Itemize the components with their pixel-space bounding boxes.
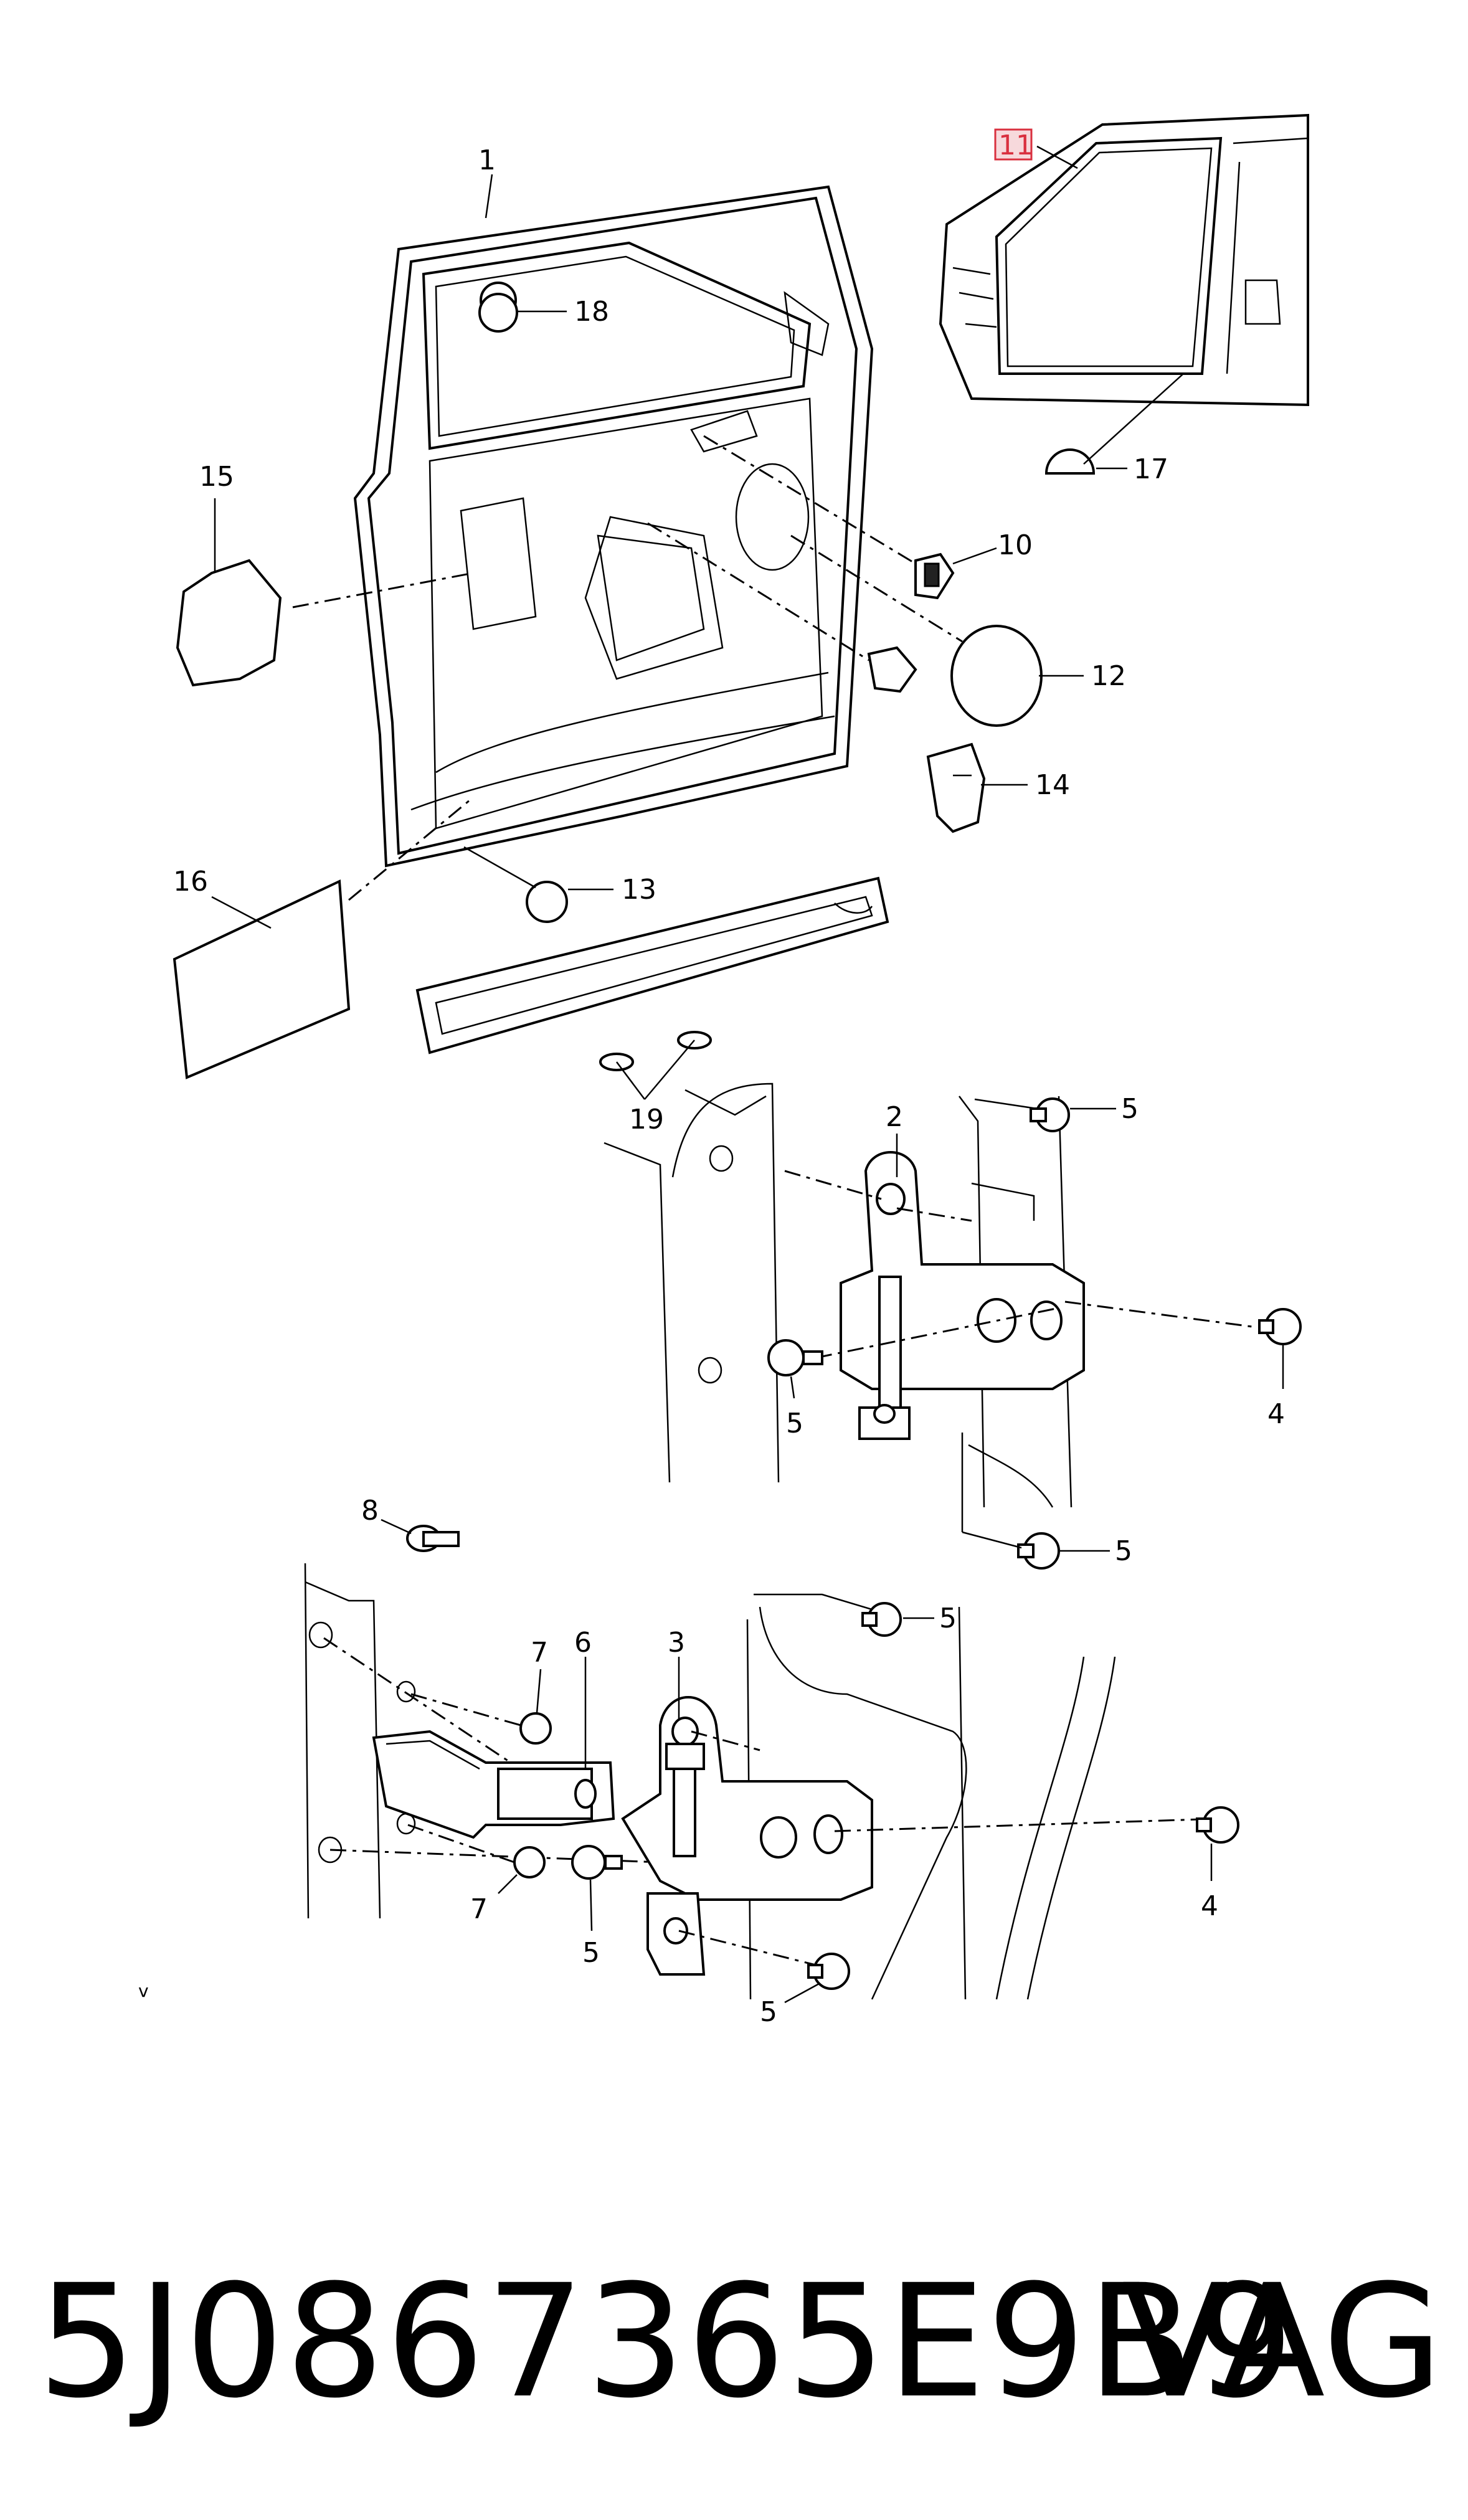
callout-5-c: 5	[1115, 1535, 1132, 1567]
callout-14: 14	[1035, 769, 1070, 801]
part-8-pin	[406, 1525, 460, 1552]
body-opening	[939, 113, 1309, 407]
callout-17: 17	[1134, 453, 1168, 485]
door-bolt	[867, 646, 917, 693]
callout-13: 13	[622, 874, 656, 906]
callout-8: 8	[361, 1495, 379, 1527]
callout-6: 6	[574, 1627, 592, 1659]
callout-5-d: 5	[582, 1937, 600, 1969]
bolt-5-upper-bottom	[1017, 1532, 1060, 1570]
callout-5-f: 5	[760, 1996, 777, 2028]
bolt-5-upper-top	[1030, 1097, 1070, 1132]
callout-10: 10	[998, 529, 1033, 561]
callout-11: 11	[998, 130, 1033, 161]
callout-15: 15	[199, 461, 234, 493]
callout-4-b: 4	[1201, 1890, 1218, 1922]
part-17-clip	[1044, 448, 1096, 475]
callout-3: 3	[668, 1627, 685, 1659]
part-2-upper-hinge	[840, 1151, 1085, 1440]
callout-16: 16	[173, 866, 208, 898]
part-7-nut-upper	[519, 1712, 552, 1745]
bolt-5-lower-left	[571, 1845, 623, 1880]
callout-5-e: 5	[939, 1603, 957, 1634]
callout-19: 19	[629, 1104, 664, 1135]
callout-2: 2	[886, 1101, 903, 1133]
part-15-pad	[176, 559, 282, 687]
part-19-sill-trim	[415, 876, 889, 1071]
part-6-check-strap	[372, 1730, 615, 1839]
part-3-lower-hinge	[621, 1696, 873, 1976]
door-parts-diagram: 11 17 18 1 15 16 13 10 12 14	[173, 113, 1309, 2028]
part-7-nut-lower	[513, 1846, 546, 1878]
callout-5-b: 5	[786, 1408, 803, 1439]
part-16-sheet	[173, 879, 351, 1079]
bolt-4-upper	[1258, 1308, 1302, 1345]
callout-7-b: 7	[470, 1893, 488, 1925]
part-number: 5J0867365E9B9	[37, 2251, 1295, 2432]
small-mark: v	[138, 1981, 149, 2001]
callout-18: 18	[574, 296, 609, 328]
part-14-bracket	[926, 742, 986, 833]
part-12-cover	[950, 625, 1043, 727]
callout-12: 12	[1091, 660, 1126, 692]
part-10-fastener	[914, 552, 955, 600]
brand-label: VAG	[1122, 2251, 1443, 2432]
door-shell	[353, 185, 874, 868]
callout-5-a: 5	[1121, 1093, 1139, 1125]
callout-11-highlight	[994, 128, 1033, 161]
callout-4-a: 4	[1267, 1398, 1285, 1430]
callout-7-a: 7	[531, 1637, 548, 1669]
bolt-5-upper-left	[767, 1339, 823, 1376]
part-18-plug	[478, 293, 518, 333]
part-13-clip	[526, 881, 568, 923]
bolt-5-lower-top	[861, 1602, 902, 1637]
bolt-5-lower-bottom	[807, 1953, 850, 1990]
callout-1: 1	[478, 144, 496, 176]
bolt-4-lower	[1196, 1806, 1239, 1844]
